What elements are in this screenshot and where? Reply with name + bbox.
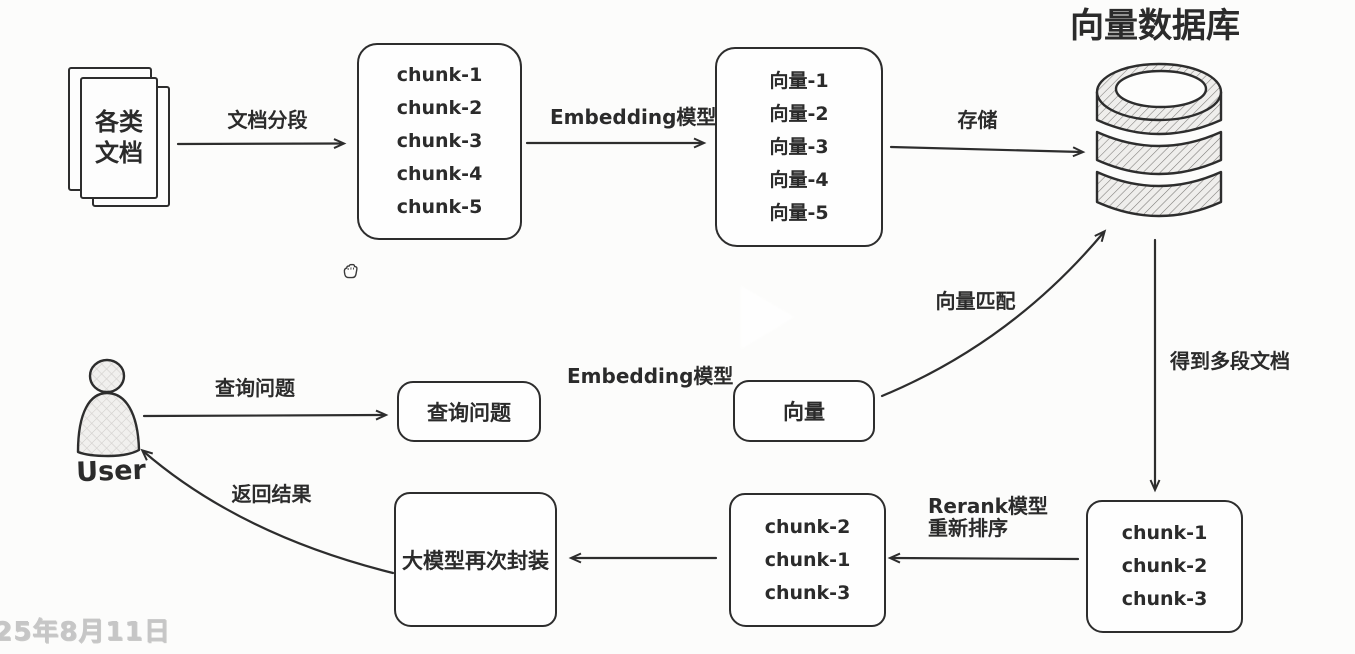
- chunk-item: chunk-1: [396, 64, 483, 86]
- chunk-item: chunk-3: [396, 130, 483, 152]
- llm-wrap-label: 大模型再次封装: [402, 548, 549, 573]
- vector-item: 向量-5: [769, 201, 829, 224]
- chunk-list-box: chunk-1 chunk-2 chunk-3 chunk-4 chunk-5: [357, 43, 522, 240]
- retrieved-chunk-item: chunk-1: [1121, 522, 1208, 544]
- label-query-question: 查询问题: [215, 376, 295, 400]
- retrieved-chunk-item: chunk-2: [1121, 555, 1208, 577]
- chunk-item: chunk-4: [396, 163, 483, 185]
- label-doc-segmentation: 文档分段: [227, 108, 308, 132]
- label-embedding-model-bottom: Embedding模型: [567, 364, 734, 388]
- reranked-chunk-item: chunk-1: [764, 548, 851, 571]
- vector-item: 向量-1: [769, 69, 829, 92]
- user-icon: [76, 358, 141, 458]
- documents-label-line2: 文档: [95, 139, 143, 167]
- date-watermark: 25年8月11日: [0, 617, 171, 647]
- label-retrieve-chunks: 得到多段文档: [1170, 349, 1290, 373]
- play-overlay-icon[interactable]: [741, 286, 794, 349]
- label-vector-match: 向量匹配: [935, 289, 1016, 313]
- vector-item: 向量-2: [769, 102, 829, 125]
- reranked-chunk-item: chunk-2: [764, 515, 851, 538]
- label-return-result: 返回结果: [231, 482, 312, 506]
- chunk-item: chunk-2: [396, 97, 483, 119]
- retrieved-chunks-box: chunk-1 chunk-2 chunk-3: [1086, 500, 1243, 633]
- reranked-chunks-box: chunk-2 chunk-1 chunk-3: [729, 493, 886, 627]
- vector-item: 向量-4: [769, 168, 829, 191]
- label-embedding-model-top: Embedding模型: [550, 105, 717, 129]
- arrow-user-to-query: [142, 409, 389, 421]
- arrow-return-to-user: [140, 448, 395, 575]
- query-box-label: 查询问题: [427, 400, 511, 425]
- arrow-doc-to-chunks: [176, 138, 347, 149]
- vector-database-icon: [1095, 62, 1223, 218]
- grab-hand-icon: [343, 263, 358, 279]
- retrieved-chunk-item: chunk-3: [1121, 588, 1208, 610]
- reranked-chunk-item: chunk-3: [764, 581, 851, 604]
- user-label: User: [75, 454, 147, 489]
- arrow-vector-match: [880, 229, 1107, 398]
- llm-wrap-box: 大模型再次封装: [394, 492, 557, 627]
- query-box: 查询问题: [397, 381, 541, 442]
- label-store: 存储: [957, 108, 998, 132]
- label-rerank-model: Rerank模型 重新排序: [928, 495, 1048, 539]
- arrow-retrieved-to-reranked: [887, 552, 1080, 564]
- arrow-vectors-to-db: [889, 145, 1086, 158]
- documents-label-line1: 各类: [95, 108, 143, 136]
- vector-database-title: 向量数据库: [1070, 6, 1240, 46]
- label-rerank-line1: Rerank模型: [928, 494, 1048, 518]
- document-page-front: 各类 文档: [80, 77, 158, 199]
- chunk-item: chunk-5: [396, 196, 483, 218]
- query-vector-label: 向量: [783, 400, 825, 424]
- vector-list-box: 向量-1 向量-2 向量-3 向量-4 向量-5: [715, 47, 883, 247]
- query-vector-box: 向量: [733, 380, 875, 442]
- vector-item: 向量-3: [769, 135, 829, 158]
- label-rerank-line2: 重新排序: [928, 516, 1008, 540]
